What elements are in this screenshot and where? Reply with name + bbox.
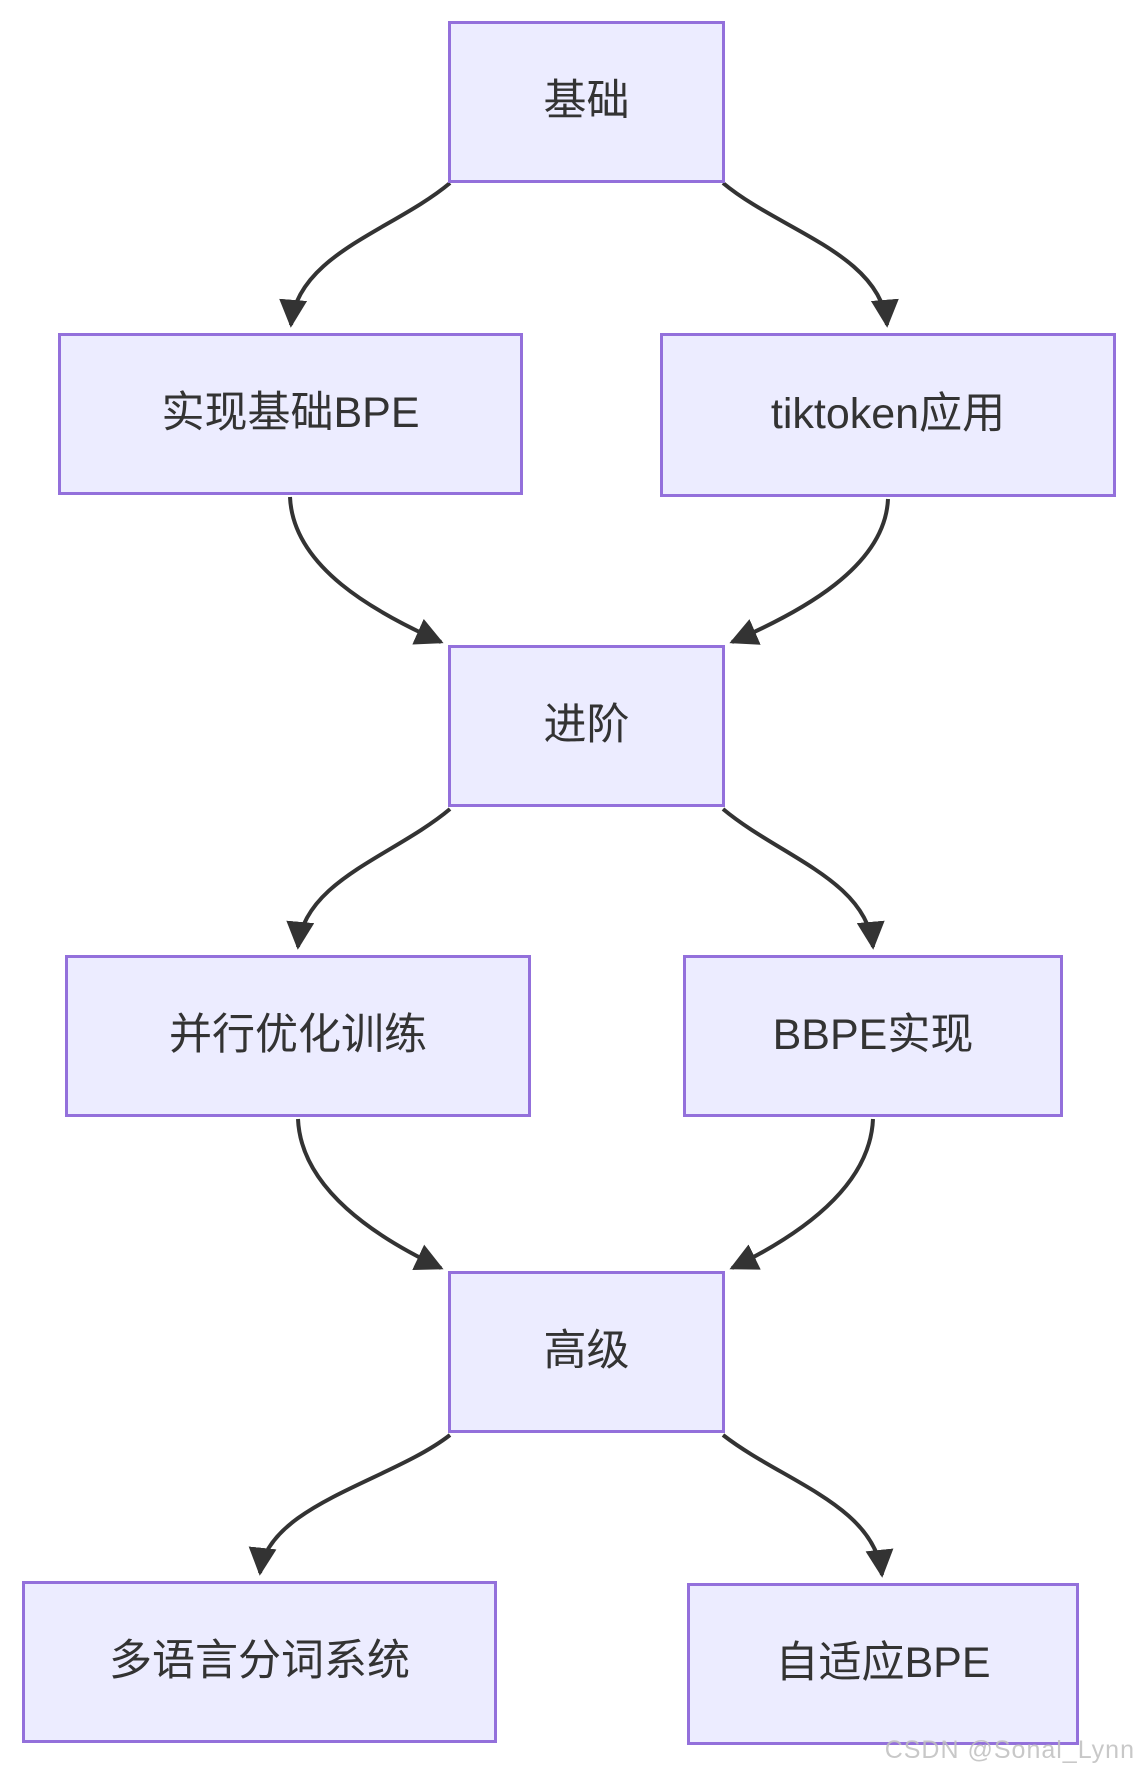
node-bpe-impl: 实现基础BPE — [58, 333, 523, 495]
node-multilingual-tokenizer-label: 多语言分词系统 — [109, 1637, 410, 1686]
edge-tiktoken-to-intermediate — [729, 498, 890, 645]
node-advanced-label: 高级 — [543, 1327, 630, 1376]
node-advanced: 高级 — [448, 1271, 725, 1433]
node-intermediate-label: 进阶 — [543, 701, 630, 750]
node-intermediate: 进阶 — [448, 645, 725, 807]
node-multilingual-tokenizer: 多语言分词系统 — [22, 1581, 497, 1743]
node-basic-label: 基础 — [543, 77, 630, 126]
node-basic: 基础 — [448, 21, 725, 183]
edge-intermediate-to-bbpe-impl — [721, 807, 885, 950]
edge-parallel-training-to-advanced — [296, 1118, 444, 1270]
edge-bpe-impl-to-intermediate — [288, 496, 444, 645]
node-bbpe-impl: BBPE实现 — [683, 955, 1063, 1117]
node-adaptive-bpe: 自适应BPE — [687, 1583, 1079, 1745]
watermark: CSDN @Sonal_Lynn — [884, 1736, 1135, 1764]
node-adaptive-bpe-label: 自适应BPE — [775, 1639, 991, 1688]
node-tiktoken: tiktoken应用 — [660, 333, 1116, 497]
edge-basic-to-bpe-impl — [279, 181, 452, 328]
edge-advanced-to-multilingual-tokenizer — [248, 1433, 452, 1576]
node-parallel-training-label: 并行优化训练 — [169, 1011, 427, 1060]
node-parallel-training: 并行优化训练 — [65, 955, 531, 1117]
node-tiktoken-label: tiktoken应用 — [770, 390, 1006, 439]
edge-basic-to-tiktoken — [721, 181, 899, 328]
edge-intermediate-to-parallel-training — [286, 807, 452, 950]
node-bbpe-impl-label: BBPE实现 — [772, 1011, 974, 1060]
edge-bbpe-impl-to-advanced — [729, 1118, 875, 1270]
edge-advanced-to-adaptive-bpe — [721, 1433, 894, 1578]
node-bpe-impl-label: 实现基础BPE — [161, 389, 420, 438]
